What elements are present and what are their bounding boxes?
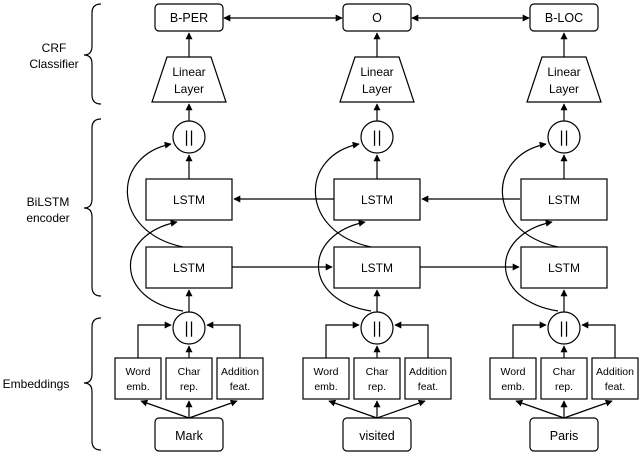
tag-box: [342, 3, 412, 32]
curve-forward-to-concat: [314, 141, 372, 248]
char-rep-box-label-line1: Char: [553, 366, 576, 378]
word-emb-box-label-line1: Word: [501, 366, 526, 378]
arrow-word-emb-to-concat: [512, 321, 547, 358]
concat-label-top: ||: [184, 128, 194, 146]
concat-label-embeddings: ||: [184, 319, 194, 337]
addition-feat-box: [216, 357, 264, 400]
char-rep-box-label-line1: Char: [178, 366, 201, 378]
bilstm-label-line1: BiLSTM: [27, 195, 70, 209]
addition-feat-box-label-line1: Addition: [409, 366, 447, 378]
word-label: Mark: [175, 429, 204, 443]
concat-label-embeddings: ||: [559, 319, 569, 337]
addition-feat-box-label-line1: Addition: [596, 366, 634, 378]
tag-label: B-LOC: [545, 11, 583, 25]
linear-layer-label-line1: Linear: [360, 65, 393, 79]
word-label: Paris: [550, 429, 578, 443]
curve-forward-to-concat: [126, 141, 184, 248]
linear-layer-label-line2: Layer: [549, 82, 579, 96]
lstm-forward-label: LSTM: [548, 261, 580, 275]
linear-layer-label-line1: Linear: [547, 65, 580, 79]
concat-label-top: ||: [559, 128, 569, 146]
curve-embed-to-backward: [129, 219, 184, 312]
arrow-word-to-word-emb: [140, 399, 190, 419]
embeddings-brace: [83, 317, 102, 451]
lstm-backward-label: LSTM: [548, 193, 580, 207]
tag-label: B-PER: [170, 11, 208, 25]
linear-layer-label-line2: Layer: [362, 82, 392, 96]
addition-feat-box-label-line1: Addition: [221, 366, 259, 378]
word-emb-box-label-line2: emb.: [126, 381, 149, 393]
word-emb-box-label-line2: emb.: [314, 381, 337, 393]
embeddings-label: Embeddings: [3, 377, 70, 391]
char-rep-box: [540, 357, 588, 400]
arrow-addition-to-concat: [581, 321, 616, 358]
lstm-forward: [520, 246, 608, 289]
word-emb-box: [489, 357, 537, 400]
linear-layer: [526, 56, 602, 103]
word-emb-box-label-line1: Word: [314, 366, 339, 378]
linear-layer: [339, 56, 415, 103]
lstm-forward-label: LSTM: [173, 261, 205, 275]
arrow-word-to-word-emb: [515, 399, 565, 419]
linear-layer-label-line1: Linear: [172, 65, 205, 79]
char-rep-box-label-line2: rep.: [180, 381, 198, 393]
bilstm-label-line2: encoder: [26, 211, 69, 225]
crf-brace: [83, 3, 102, 105]
linear-layer-label-line2: Layer: [174, 82, 204, 96]
addition-feat-box-label-line2: feat.: [605, 381, 625, 393]
arrow-word-emb-to-concat: [325, 321, 360, 358]
arrow-word-emb-to-concat: [137, 321, 172, 358]
arrow-addition-to-concat: [394, 321, 429, 358]
arrow-word-to-addition: [188, 399, 238, 419]
arrow-word-to-word-emb: [328, 399, 378, 419]
lstm-forward: [333, 246, 421, 289]
word-emb-box: [302, 357, 350, 400]
bilstm-brace: [83, 118, 102, 297]
word-emb-box-label-line2: emb.: [501, 381, 524, 393]
char-rep-box-label-line2: rep.: [555, 381, 573, 393]
tag-box: [154, 3, 224, 32]
word-emb-box-label-line1: Word: [126, 366, 151, 378]
addition-feat-box: [591, 357, 639, 400]
tag-box: [529, 3, 599, 32]
concat-label-embeddings: ||: [372, 319, 382, 337]
concat-label-top: ||: [372, 128, 382, 146]
lstm-backward-label: LSTM: [173, 193, 205, 207]
addition-feat-box-label-line2: feat.: [418, 381, 438, 393]
links-layer: [223, 14, 530, 271]
char-rep-box-label-line2: rep.: [368, 381, 386, 393]
tag-label: O: [372, 11, 382, 25]
char-rep-box: [353, 357, 401, 400]
addition-feat-box-label-line2: feat.: [230, 381, 250, 393]
char-rep-box-label-line1: Char: [366, 366, 389, 378]
crf-label-line1: CRF: [42, 41, 67, 55]
arrow-word-to-addition: [376, 399, 426, 419]
char-rep-box: [165, 357, 213, 400]
crf-label-line2: Classifier: [29, 57, 78, 71]
lstm-backward-label: LSTM: [361, 193, 393, 207]
lstm-forward-label: LSTM: [361, 261, 393, 275]
lstm-backward: [520, 178, 608, 221]
linear-layer: [151, 56, 227, 103]
word-label: visited: [359, 429, 394, 443]
arrow-addition-to-concat: [206, 321, 241, 358]
curve-forward-to-concat: [501, 141, 559, 248]
addition-feat-box: [404, 357, 452, 400]
arrow-word-to-addition: [563, 399, 613, 419]
